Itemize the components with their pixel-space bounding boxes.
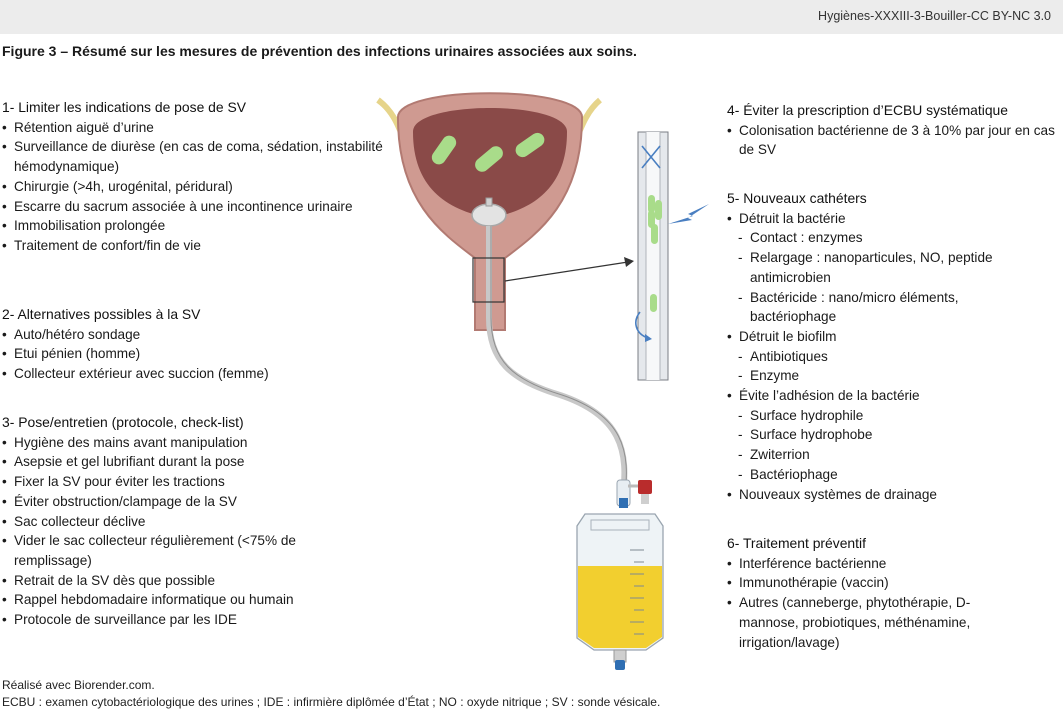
section-5: 5- Nouveaux cathéters Détruit la bactéri… (727, 189, 1062, 504)
sub-list-item: Zwiterrion (727, 445, 1062, 465)
connector-valve (619, 498, 628, 508)
list-item: Etui pénien (homme) (2, 344, 392, 364)
sub-list-item: Enzyme (727, 366, 1062, 386)
header-license-text: Hygiènes-XXXIII-3-Bouiller-CC BY-NC 3.0 (818, 9, 1051, 23)
bacterium (475, 146, 503, 172)
list-item: Traitement de confort/fin de vie (2, 236, 392, 256)
figure-title: Figure 3 – Résumé sur les mesures de pré… (2, 43, 637, 59)
section-4-title: 4- Éviter la prescription d’ECBU systéma… (727, 102, 1009, 118)
zoom-box (472, 257, 505, 303)
urine-level (578, 566, 662, 648)
bacterium (515, 132, 545, 158)
zoom-arrow-head (624, 257, 634, 267)
list-item: Hygiène des mains avant manipulation (2, 433, 392, 453)
list-item: Immunothérapie (vaccin) (727, 573, 1062, 593)
section-6-title: 6- Traitement préventif (727, 535, 866, 551)
list-item: Détruit la bactérie (727, 209, 1062, 229)
bacterium (431, 135, 457, 165)
list-item: Collecteur extérieur avec succion (femme… (2, 364, 392, 384)
section-1: 1- Limiter les indications de pose de SV… (2, 98, 392, 256)
list-item: Interférence bactérienne (727, 554, 1062, 574)
list-item: Vider le sac collecteur régulièrement (<… (2, 531, 299, 570)
section-5-title: 5- Nouveaux cathéters (727, 190, 867, 206)
catheter-tube-edge (490, 226, 627, 501)
header-bar: Hygiènes-XXXIII-3-Bouiller-CC BY-NC 3.0 (0, 0, 1063, 34)
list-item: Rappel hebdomadaire informatique ou huma… (2, 590, 392, 610)
list-item: Protocole de surveillance par les IDE (2, 610, 392, 630)
sub-list-item: Surface hydrophobe (727, 425, 1062, 445)
section-3: 3- Pose/entretien (protocole, check-list… (2, 413, 392, 630)
list-item: Colonisation bactérienne de 3 à 10% par … (727, 121, 1062, 160)
magnified-lumen (646, 132, 660, 380)
bacterium (648, 210, 655, 228)
sub-list-item: Bactéricide : nano/micro éléments, bacté… (727, 288, 1040, 327)
bacterium (650, 294, 657, 312)
list-item: Chirurgie (>4h, urogénital, péridural) (2, 177, 392, 197)
section-1-title: 1- Limiter les indications de pose de SV (2, 99, 246, 115)
graduation-scale (630, 549, 644, 635)
list-item: Retrait de la SV dès que possible (2, 571, 392, 591)
sub-list-item: Contact : enzymes (727, 228, 1062, 248)
catheter-balloon (471, 203, 507, 227)
section-3-title: 3- Pose/entretien (protocole, check-list… (2, 414, 244, 430)
list-item: Détruit le biofilm (727, 327, 1062, 347)
list-item: Auto/hétéro sondage (2, 325, 392, 345)
bacterium (655, 200, 662, 220)
catheter-tip (485, 197, 493, 207)
list-item: Escarre du sacrum associée à une inconti… (2, 197, 374, 217)
lightning-icon (668, 204, 709, 224)
section-6: 6- Traitement préventif Interférence bac… (727, 534, 1062, 652)
sub-list-item: Bactériophage (727, 465, 1062, 485)
sub-list-item: Relargage : nanoparticules, NO, peptide … (727, 248, 1060, 287)
list-item: Immobilisation prolongée (2, 216, 392, 236)
catheter-tube (486, 226, 628, 501)
bacterium (651, 224, 658, 244)
list-item: Nouveaux systèmes de drainage (727, 485, 1062, 505)
list-item: Rétention aiguë d’urine (2, 118, 392, 138)
bacterium (648, 195, 655, 213)
list-item: Autres (canneberge, phytothérapie, D-man… (727, 593, 1014, 652)
list-item: Sac collecteur déclive (2, 512, 392, 532)
section-2: 2- Alternatives possibles à la SV Auto/h… (2, 305, 392, 384)
drain-valve (615, 660, 625, 670)
sampling-port (638, 480, 652, 494)
list-item: Évite l’adhésion de la bactérie (727, 386, 1062, 406)
sub-list-item: Antibiotiques (727, 347, 1062, 367)
list-item: Surveillance de diurèse (en cas de coma,… (2, 137, 384, 176)
section-4: 4- Éviter la prescription d’ECBU systéma… (727, 101, 1062, 160)
list-item: Fixer la SV pour éviter les tractions (2, 472, 392, 492)
list-item: Asepsie et gel lubrifiant durant la pose (2, 452, 392, 472)
list-item: Éviter obstruction/clampage de la SV (2, 492, 392, 512)
section-2-title: 2- Alternatives possibles à la SV (2, 306, 201, 322)
footer-abbreviations: ECBU : examen cytobactériologique des ur… (2, 695, 661, 709)
footer-credit: Réalisé avec Biorender.com. (2, 678, 155, 692)
zoom-arrow (504, 261, 629, 282)
sub-list-item: Surface hydrophile (727, 406, 1062, 426)
